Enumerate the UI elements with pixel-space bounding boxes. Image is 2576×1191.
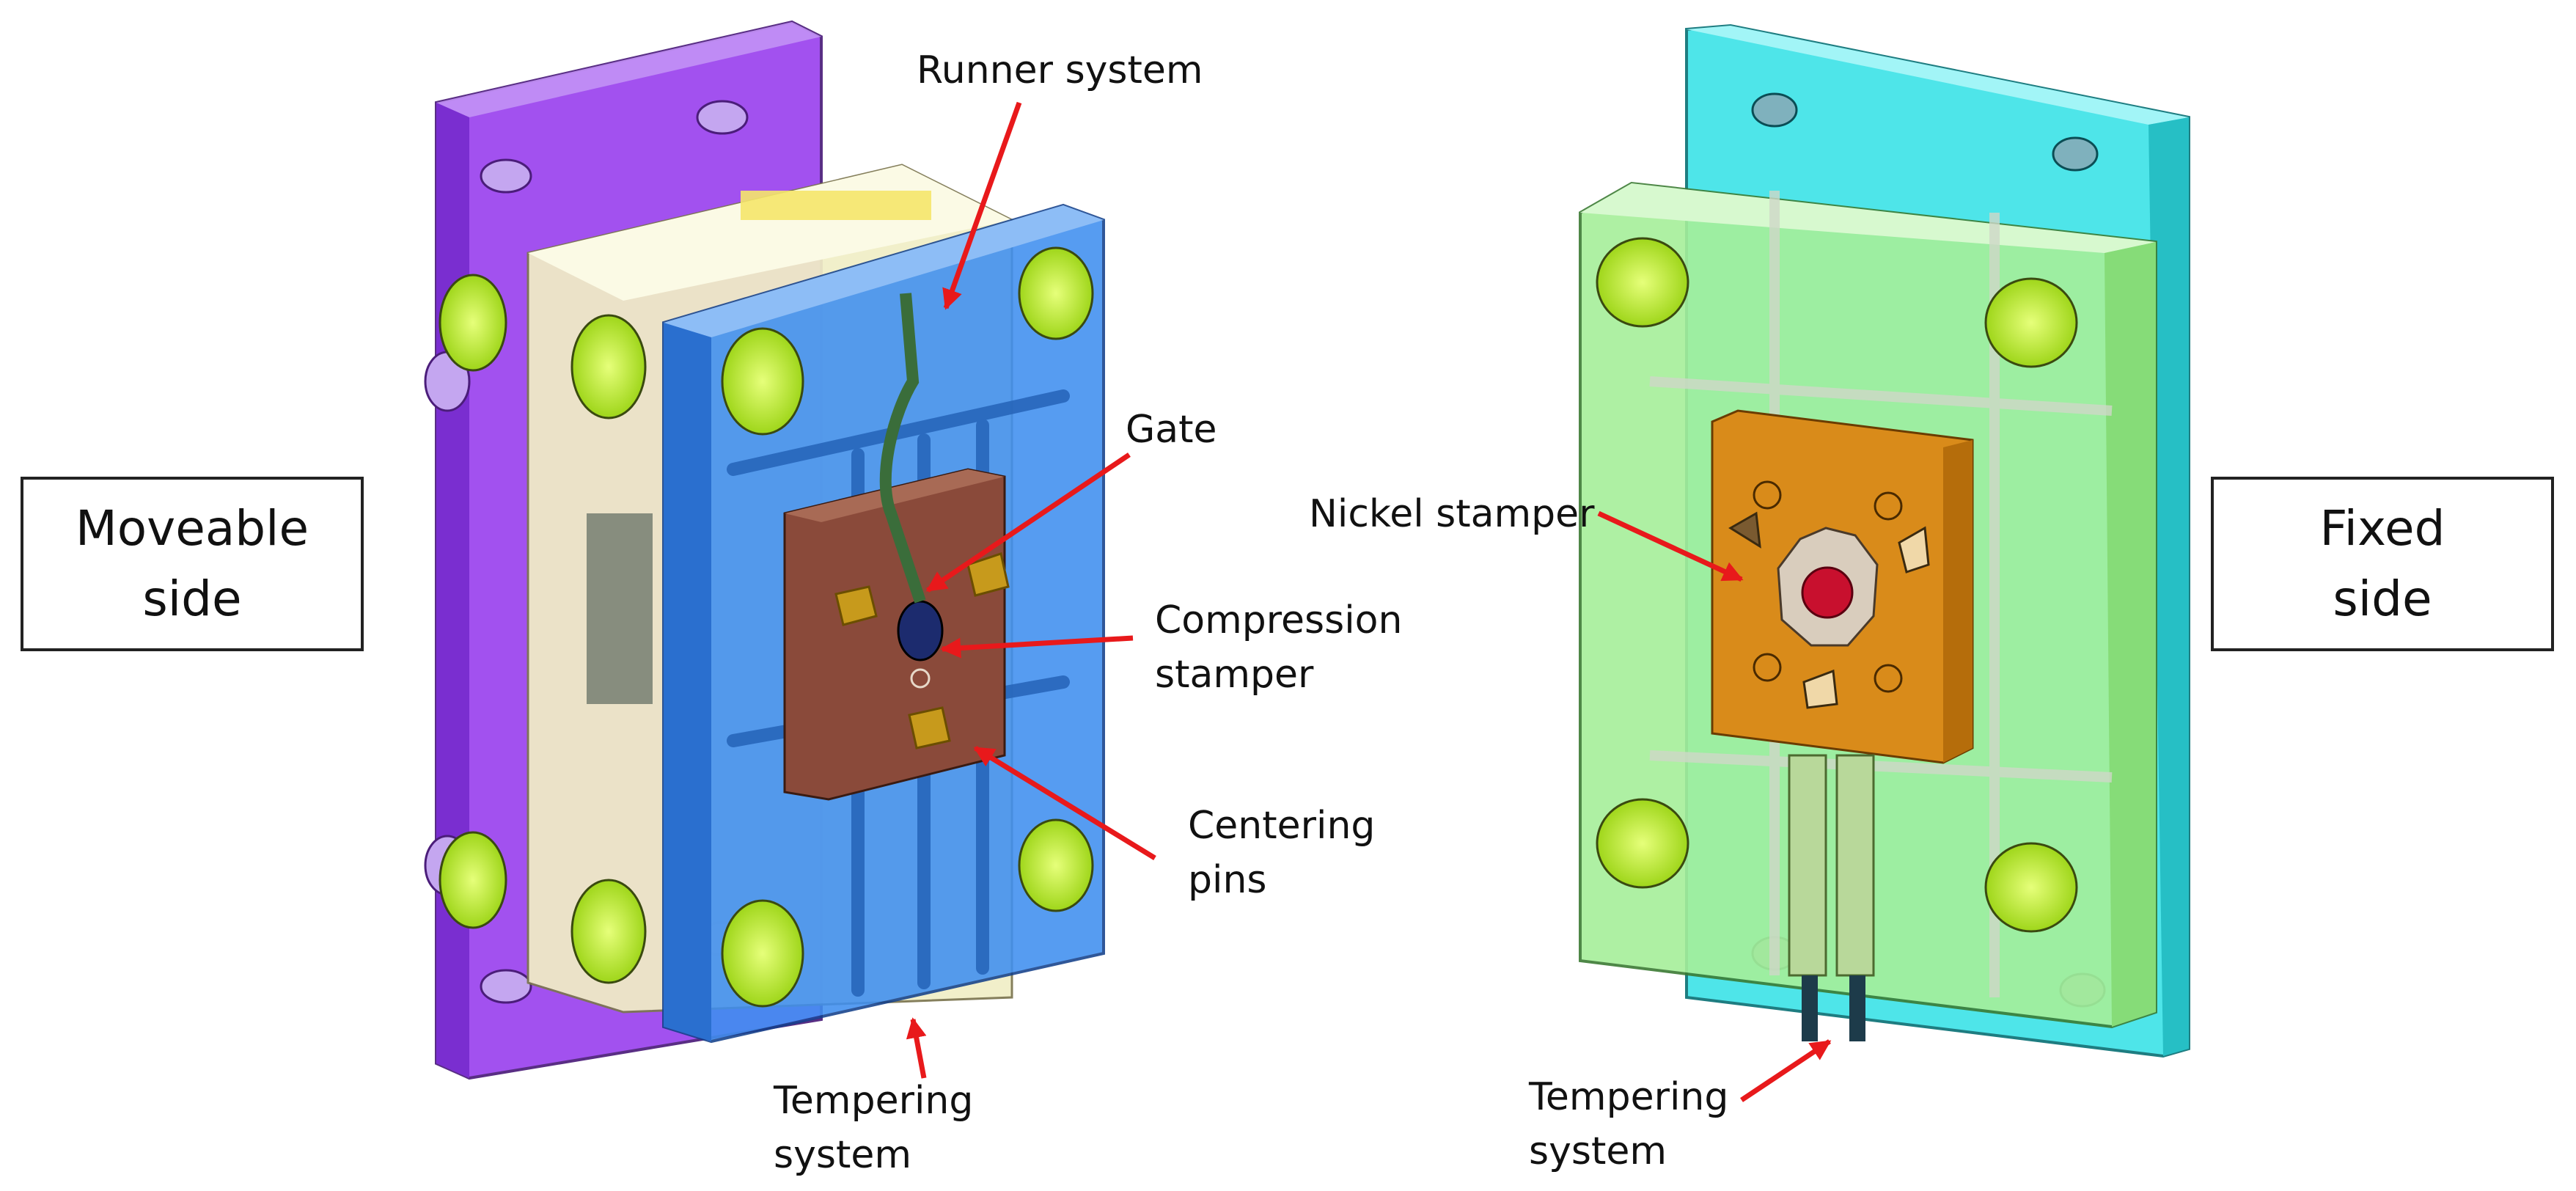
tempering-tubes-fixed bbox=[1788, 754, 1875, 1041]
centering-pins-moveable bbox=[834, 552, 1010, 750]
cooling-bores-fixed bbox=[1596, 237, 2078, 933]
label-centering-line2: pins bbox=[1188, 857, 1267, 902]
moveable-stamper-plate bbox=[783, 468, 1006, 801]
moveable-box-line2: side bbox=[142, 571, 242, 627]
moveable-side-assembly bbox=[424, 20, 1105, 1080]
annotation-arrows bbox=[906, 101, 1832, 1102]
label-gate: Gate bbox=[1126, 408, 1217, 452]
runner-channel bbox=[879, 293, 926, 604]
label-compression-line1: Compression bbox=[1155, 598, 1403, 642]
arrow-centering-pins bbox=[973, 746, 1156, 860]
label-tempering-right: Tempering system bbox=[1529, 1071, 1728, 1179]
fixed-stamper-plate bbox=[1711, 409, 1974, 764]
label-tempering-right-line2: system bbox=[1529, 1129, 1667, 1173]
fixed-box-line2: side bbox=[2333, 571, 2432, 627]
arrow-tempering-left bbox=[906, 1017, 927, 1079]
label-tempering-right-line1: Tempering bbox=[1529, 1075, 1729, 1119]
label-compression-stamper: Compression stamper bbox=[1155, 594, 1402, 703]
arrow-nickel-stamper bbox=[1597, 510, 1744, 582]
arrow-runner-system bbox=[942, 101, 1022, 310]
moveable-side-box: Moveable side bbox=[21, 477, 364, 651]
label-compression-line2: stamper bbox=[1155, 652, 1314, 697]
label-tempering-left-line2: system bbox=[774, 1132, 911, 1177]
fixed-side-box: Fixed side bbox=[2211, 477, 2554, 651]
arrow-gate bbox=[925, 452, 1131, 593]
arrow-compression-stamper bbox=[940, 635, 1134, 659]
label-tempering-left: Tempering system bbox=[774, 1074, 973, 1183]
fixed-side-assembly bbox=[1579, 23, 2190, 1058]
label-runner-system: Runner system bbox=[917, 48, 1203, 92]
moveable-box-line1: Moveable bbox=[75, 500, 309, 557]
label-centering-line1: Centering bbox=[1188, 804, 1376, 848]
label-nickel-stamper: Nickel stamper bbox=[1309, 492, 1595, 536]
cooling-bores-moveable bbox=[438, 246, 1094, 1008]
label-tempering-left-line1: Tempering bbox=[774, 1079, 974, 1123]
label-centering-pins: Centering pins bbox=[1188, 799, 1375, 908]
arrow-tempering-right bbox=[1740, 1039, 1832, 1102]
fixed-box-line1: Fixed bbox=[2319, 500, 2445, 557]
